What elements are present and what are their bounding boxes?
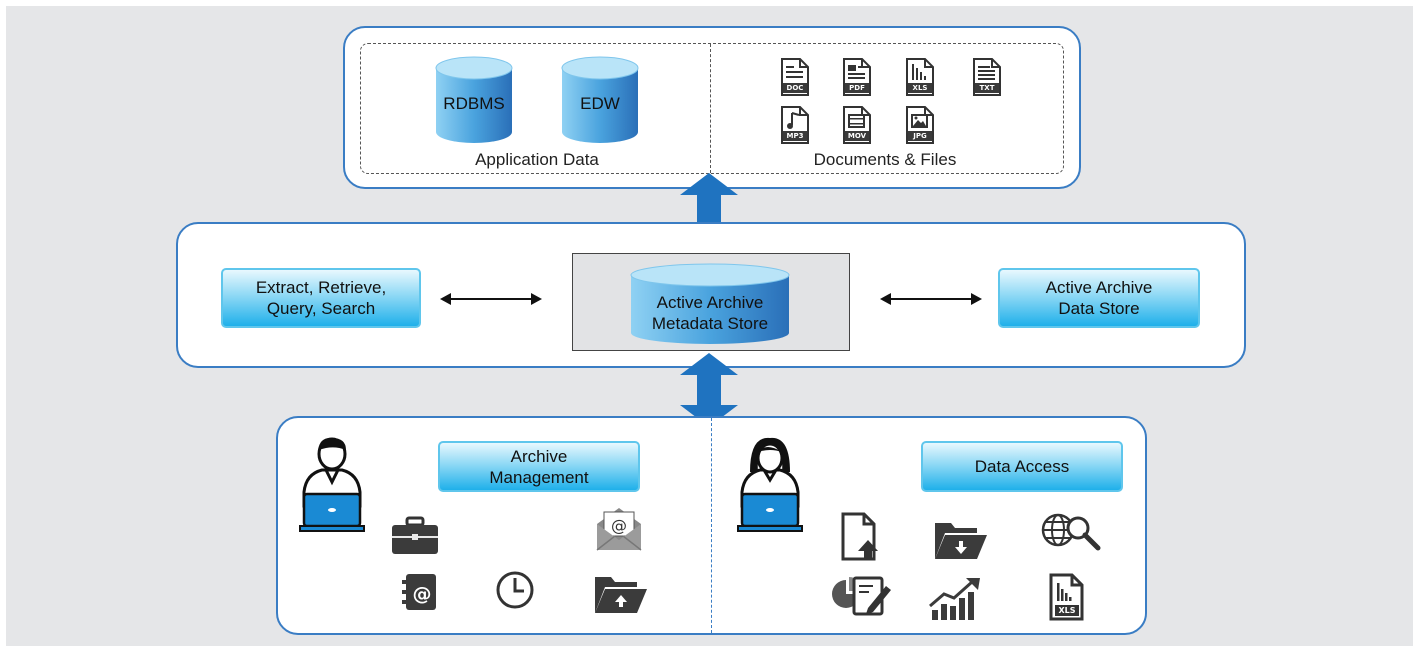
growth-chart-icon: [928, 576, 986, 622]
data-sources-divider: [710, 44, 711, 173]
metadata-line1: Active Archive: [656, 293, 764, 312]
address-book-icon: @: [400, 572, 438, 612]
archive-management-box: Archive Management: [438, 441, 640, 492]
mp3-file-icon: MP3: [780, 106, 810, 144]
extract-line2: Query, Search: [266, 299, 376, 318]
metadata-database-icon: Active Archive Metadata Store: [630, 263, 790, 345]
doc-file-icon: DOC: [780, 58, 810, 96]
users-panel: Archive Management @ @: [276, 416, 1147, 635]
jpg-tag: JPG: [908, 131, 932, 141]
document-upload-icon: [840, 512, 880, 562]
doc-tag: DOC: [783, 83, 807, 93]
xls-report-tag: XLS: [1058, 606, 1076, 615]
datastore-line2: Data Store: [1058, 299, 1140, 318]
pdf-file-icon: PDF: [842, 58, 872, 96]
application-data-caption: Application Data: [475, 150, 599, 169]
metadata-store-box: Active Archive Metadata Store: [572, 253, 850, 351]
metadata-line2: Metadata Store: [651, 314, 769, 333]
active-archive-data-store-box: Active Archive Data Store: [998, 268, 1200, 328]
xls-report-icon: XLS: [1048, 573, 1086, 621]
xls-file-icon: XLS: [905, 58, 935, 96]
mp3-tag: MP3: [783, 131, 807, 141]
txt-file-icon: TXT: [972, 58, 1002, 96]
extract-line1: Extract, Retrieve,: [255, 278, 387, 297]
svg-text:@: @: [413, 583, 432, 605]
extract-retrieve-box: Extract, Retrieve, Query, Search: [221, 268, 421, 328]
archive-mgmt-line2: Management: [489, 467, 589, 487]
folder-download-icon: [933, 519, 989, 561]
users-divider: [711, 418, 712, 633]
jpg-file-icon: JPG: [905, 106, 935, 144]
right-double-arrow: [880, 293, 982, 305]
data-access-label: Data Access: [974, 457, 1070, 476]
edw-label: EDW: [580, 94, 620, 113]
admin-user-icon: [298, 436, 366, 540]
rdbms-database-icon: RDBMS: [435, 56, 513, 144]
pdf-tag: PDF: [845, 83, 869, 93]
documents-files-caption: Documents & Files: [813, 150, 957, 169]
edw-database-icon: EDW: [561, 56, 639, 144]
mov-tag: MOV: [845, 131, 869, 141]
archive-mgmt-line1: Archive: [510, 446, 568, 466]
mov-file-icon: MOV: [842, 106, 872, 144]
report-edit-icon: [832, 572, 892, 618]
business-user-icon: [736, 436, 804, 540]
data-sources-dashed-box: [360, 43, 1064, 174]
diagram-canvas: RDBMS EDW Application Data DOC PDF XLS T…: [6, 6, 1413, 646]
svg-text:@: @: [611, 516, 627, 535]
clock-icon: [495, 570, 535, 610]
rdbms-label: RDBMS: [443, 94, 505, 113]
globe-search-icon: [1040, 510, 1102, 556]
folder-upload-icon: [593, 573, 649, 615]
xls-tag: XLS: [908, 83, 932, 93]
archive-core-panel: Extract, Retrieve, Query, Search: [176, 222, 1246, 368]
briefcase-icon: [390, 516, 440, 556]
email-envelope-icon: @: [595, 504, 643, 552]
data-sources-panel: RDBMS EDW Application Data DOC PDF XLS T…: [343, 26, 1081, 189]
left-double-arrow: [440, 293, 542, 305]
datastore-line1: Active Archive: [1045, 278, 1153, 297]
data-access-box: Data Access: [921, 441, 1123, 492]
middle-bottom-double-arrow: [680, 353, 738, 427]
txt-tag: TXT: [975, 83, 999, 93]
